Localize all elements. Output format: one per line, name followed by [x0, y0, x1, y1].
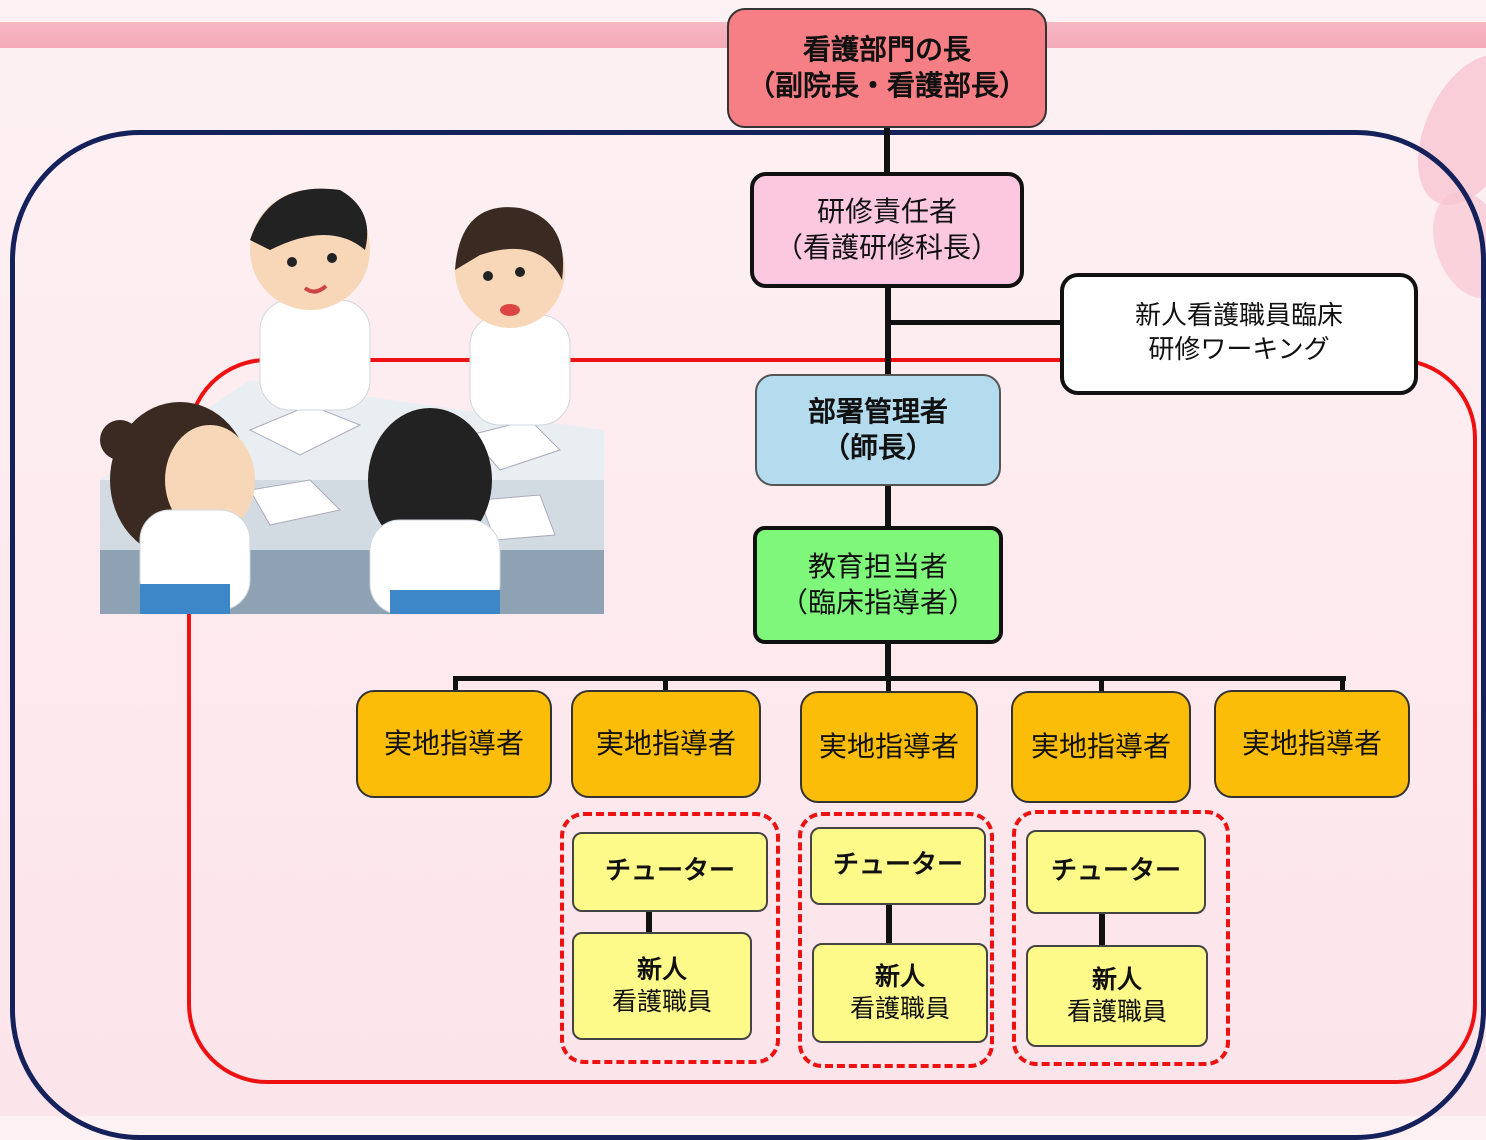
- practical-instructor-label: 実地指導者: [383, 726, 524, 760]
- connector-line: [885, 486, 891, 528]
- staff-meeting-illustration: [100, 188, 604, 614]
- new-nurse-sublabel: 看護職員: [849, 994, 950, 1023]
- dept-manager-box: 部署管理者 （師長）: [755, 374, 1001, 486]
- connector-line: [1099, 914, 1105, 946]
- tutor-box: チューター: [1026, 830, 1206, 914]
- practical-instructor-box: 実地指導者: [800, 691, 978, 803]
- head-of-nursing-box: 看護部門の長 （副院長・看護部長）: [727, 8, 1047, 128]
- practical-instructor-box: 実地指導者: [571, 690, 761, 798]
- dept-manager-subtitle: （師長）: [821, 431, 934, 464]
- tutor-label: チューター: [832, 850, 963, 881]
- working-group-line2: 研修ワーキング: [1148, 335, 1330, 365]
- connector-line: [884, 128, 890, 174]
- connector-line: [885, 644, 891, 678]
- working-group-line1: 新人看護職員臨床: [1134, 301, 1343, 332]
- new-nurse-label: 新人: [1091, 964, 1142, 994]
- new-nurse-sublabel: 看護職員: [1066, 997, 1167, 1026]
- practical-instructor-box: 実地指導者: [1214, 690, 1410, 798]
- tutor-group-frame: [1012, 810, 1230, 1066]
- practical-instructor-box: 実地指導者: [356, 690, 552, 798]
- head-title: 看護部門の長: [802, 32, 971, 66]
- connector-line: [1340, 676, 1345, 692]
- training-lead-box: 研修責任者 （看護研修科長）: [750, 172, 1024, 288]
- practical-instructor-label: 実地指導者: [1030, 729, 1171, 763]
- tutor-label: チューター: [1050, 856, 1181, 887]
- head-subtitle: （副院長・看護部長）: [746, 69, 1027, 102]
- educator-title: 教育担当者: [807, 549, 948, 583]
- new-nurse-box: 新人 看護職員: [1026, 945, 1208, 1047]
- connector-line: [886, 676, 891, 692]
- practical-instructor-label: 実地指導者: [1241, 726, 1382, 760]
- working-group-box: 新人看護職員臨床 研修ワーキング: [1060, 273, 1418, 395]
- educator-box: 教育担当者 （臨床指導者）: [753, 526, 1003, 644]
- training-lead-title: 研修責任者: [816, 194, 957, 228]
- tutor-box: チューター: [810, 827, 986, 905]
- new-nurse-label: 新人: [636, 954, 687, 984]
- educator-subtitle: （臨床指導者）: [779, 586, 976, 619]
- new-nurse-label: 新人: [874, 961, 925, 991]
- connector-line: [886, 905, 892, 945]
- connector-line: [663, 676, 668, 692]
- department-scope-frame: [187, 358, 1477, 1084]
- dept-manager-title: 部署管理者: [807, 394, 948, 428]
- practical-instructor-box: 実地指導者: [1011, 691, 1191, 803]
- connector-line: [885, 288, 891, 376]
- tutor-group-frame: [798, 812, 994, 1068]
- new-nurse-sublabel: 看護職員: [611, 987, 712, 1016]
- practical-instructor-label: 実地指導者: [595, 726, 736, 760]
- connector-line: [453, 676, 1346, 681]
- tutor-box: チューター: [572, 832, 768, 912]
- connector-line: [646, 910, 652, 934]
- connector-line: [1099, 676, 1104, 692]
- tutor-label: チューター: [604, 856, 735, 887]
- practical-instructor-label: 実地指導者: [818, 729, 959, 763]
- training-lead-subtitle: （看護研修科長）: [774, 231, 999, 264]
- tutor-group-frame: [560, 812, 780, 1064]
- new-nurse-box: 新人 看護職員: [572, 932, 752, 1040]
- connector-line: [453, 676, 458, 692]
- connector-line: [888, 320, 1062, 325]
- new-nurse-box: 新人 看護職員: [812, 943, 988, 1043]
